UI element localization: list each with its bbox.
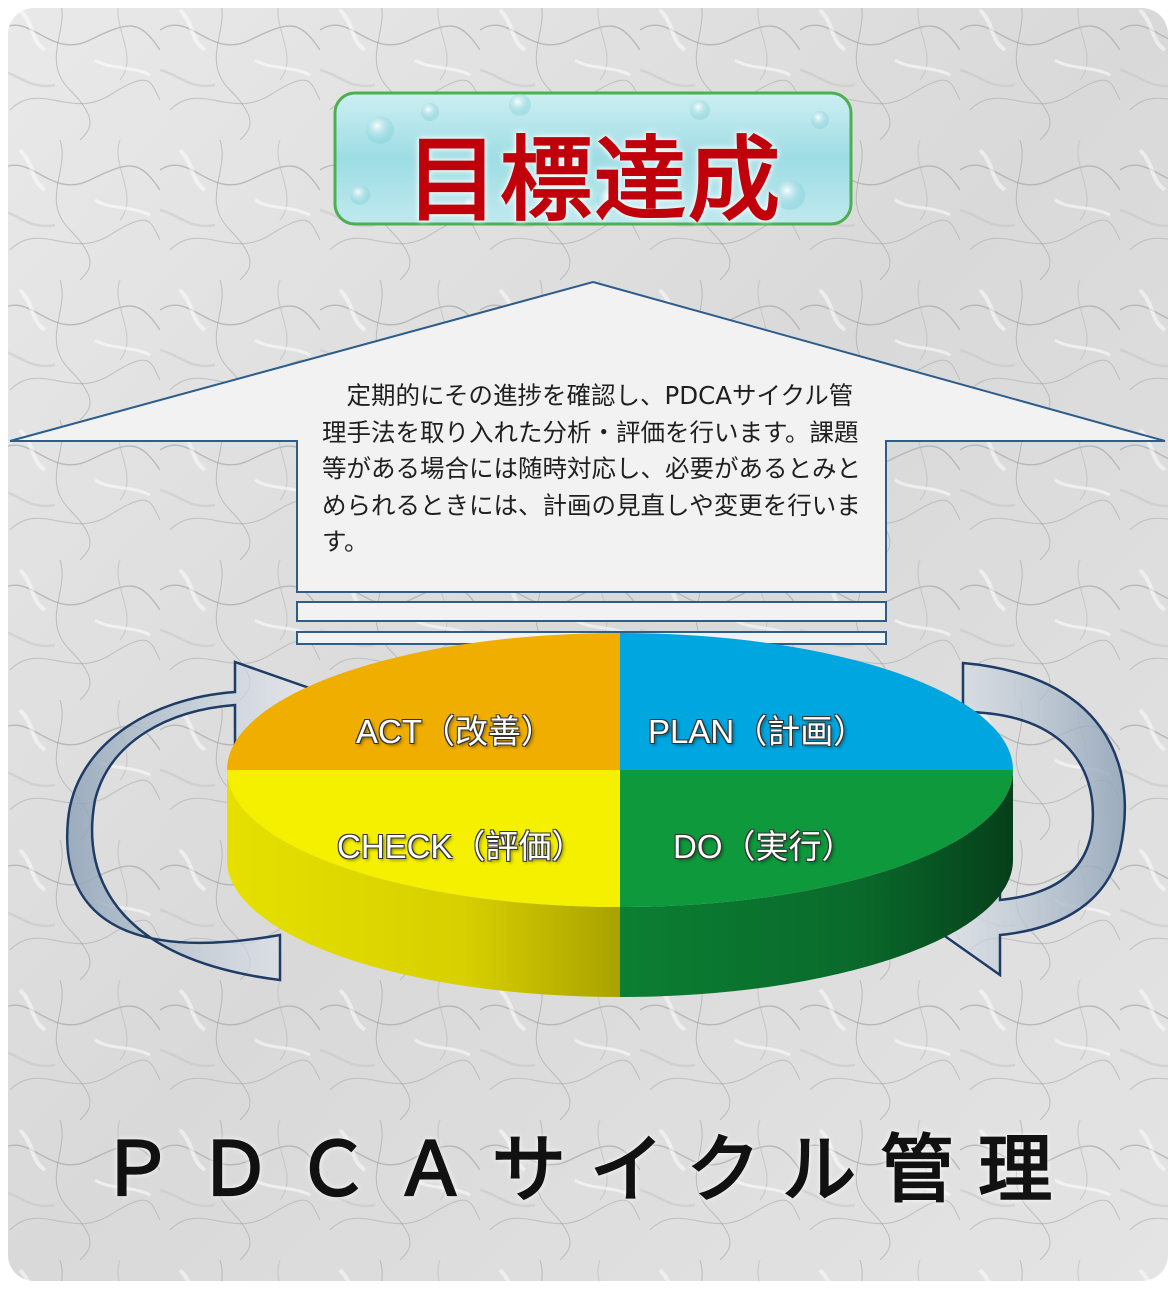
plan-label: PLAN（計画） [648,713,867,750]
do-label: DO（実行） [673,828,855,865]
pie-side-left [227,770,620,997]
goal-title: 目標達成 [405,126,782,234]
pdca-pie [227,633,1013,997]
goal-box [333,91,853,226]
description-text: 定期的にその進捗を確認し、PDCAサイクル管理手法を取り入れた分析・評価を行いま… [322,381,861,556]
check-label: CHECK（評価） [337,828,585,865]
segment-do [620,770,1013,907]
pie-side-right [620,770,1013,997]
act-label: ACT（改善） [356,713,554,750]
segment-check [227,770,620,907]
page-title: ＰＤＣＡサイクル管理 [99,1127,1077,1213]
segment-act [227,633,620,770]
curved-arrow-up-right-icon [65,660,318,982]
segment-plan [620,633,1013,770]
